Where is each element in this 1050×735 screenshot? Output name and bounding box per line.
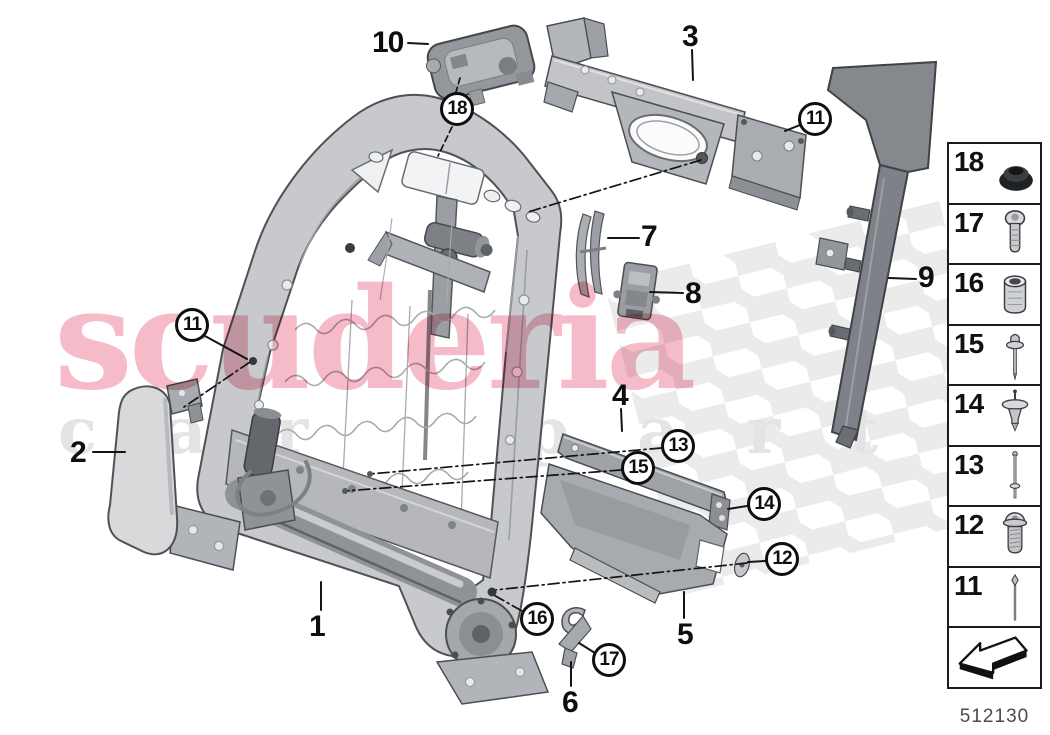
diagram-part-number: 512130 (959, 706, 1030, 727)
callout-8: 8 (685, 277, 702, 310)
blind-rivet-icon (994, 327, 1036, 383)
callout-6: 6 (562, 686, 579, 719)
circled-callout-11: 11 (798, 102, 832, 136)
legend-number: 13 (954, 448, 984, 480)
legend-continue-box (947, 626, 1042, 689)
legend-item-12: 12 (947, 505, 1042, 568)
callout-10: 10 (372, 26, 404, 59)
callout-2: 2 (70, 436, 87, 469)
legend-number: 15 (954, 327, 984, 359)
expanding-rivet-icon (994, 387, 1036, 443)
part-1-backrest-frame (169, 93, 563, 705)
part-2-side-cover (107, 378, 204, 556)
part-10-actuator (425, 24, 536, 107)
rivet-pin-icon (994, 448, 1036, 504)
legend-item-11: 11 (947, 565, 1042, 628)
circled-callout-17: 17 (592, 643, 626, 677)
part-7-clip (575, 210, 607, 298)
part-9-side-panel (815, 60, 938, 449)
circled-callout-16: 16 (520, 602, 554, 636)
legend-number: 16 (954, 267, 984, 298)
circled-callout-18: 18 (440, 92, 474, 126)
threaded-sleeve-icon (994, 266, 1036, 322)
leader-lines (92, 42, 917, 687)
legend-item-18: 18 (947, 142, 1042, 205)
callout-9: 9 (918, 261, 935, 294)
legend-item-15: 15 (947, 323, 1042, 386)
fastener-legend: 18 17 16 15 14 13 12 11 (947, 142, 1042, 689)
part-5-lower-bracket (540, 463, 751, 604)
legend-item-17: 17 (947, 202, 1042, 265)
legend-number: 18 (954, 146, 984, 177)
circled-callout-11: 11 (175, 308, 209, 342)
circled-callout-13: 13 (661, 429, 695, 463)
long-pin-icon (994, 569, 1036, 625)
continue-arrow-icon (956, 632, 1034, 684)
callout-4: 4 (612, 379, 629, 412)
watermark-brand: scuderia (54, 258, 696, 422)
legend-number: 17 (954, 206, 984, 238)
circled-callout-12: 12 (765, 542, 799, 576)
circled-callout-14: 14 (747, 487, 781, 521)
callout-3: 3 (682, 20, 699, 53)
circled-callout-15: 15 (621, 451, 655, 485)
legend-list: 18 17 16 15 14 13 12 11 (947, 142, 1042, 628)
flange-screw-icon (994, 508, 1036, 564)
grommet-icon (994, 145, 1036, 201)
callout-5: 5 (677, 618, 694, 651)
fastener-target-dots (249, 357, 497, 597)
legend-item-13: 13 (947, 444, 1042, 507)
legend-item-16: 16 (947, 263, 1042, 326)
legend-number: 14 (954, 388, 984, 419)
pan-head-screw-icon (994, 206, 1036, 262)
part-6-hook-clip (558, 607, 592, 669)
legend-number: 12 (954, 509, 984, 540)
callout-7: 7 (641, 220, 658, 253)
legend-number: 11 (954, 569, 983, 601)
legend-item-14: 14 (947, 384, 1042, 447)
callout-1: 1 (309, 610, 326, 643)
part-8-bracket (613, 261, 660, 321)
